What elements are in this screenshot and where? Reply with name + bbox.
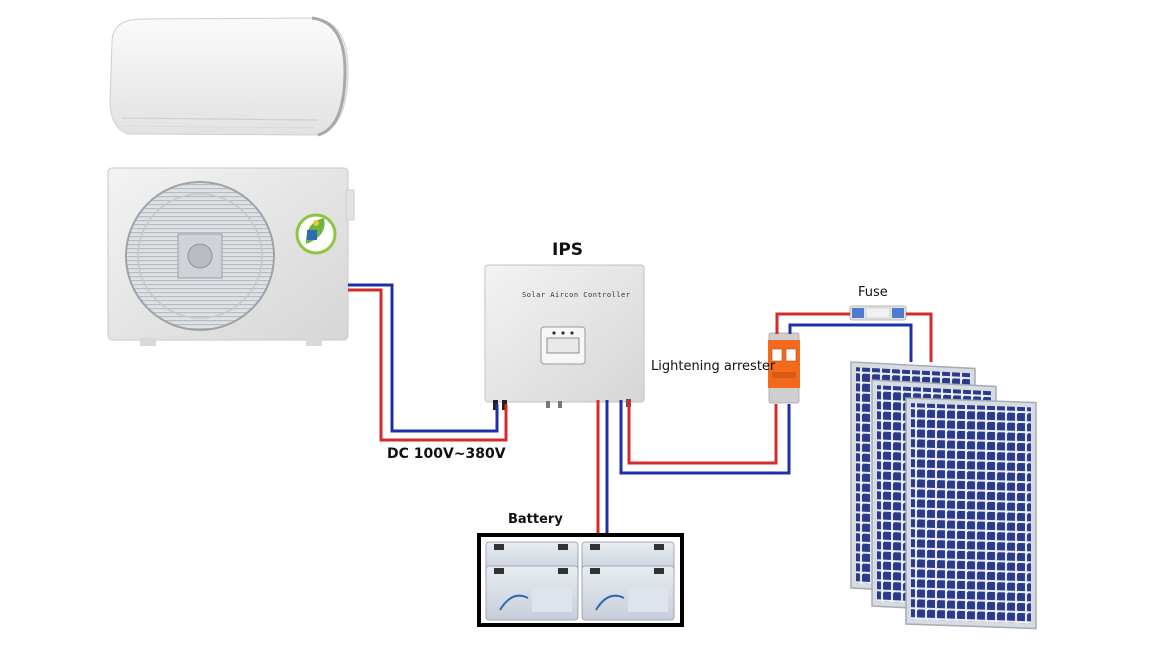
solar-panels-icon: [850, 361, 1037, 630]
ac-negative-wire: [348, 283, 499, 433]
fuse-to-panel-positive: [906, 312, 933, 362]
arrester-to-fuse-positive: [775, 312, 850, 334]
battery-bank-icon: [477, 533, 684, 627]
pv-positive-wire: [627, 400, 778, 465]
fuse-label: Fuse: [858, 285, 888, 300]
battery-label: Battery: [508, 512, 563, 527]
controller-label: Solar Aircon Controller: [522, 291, 631, 299]
battery-cell: [485, 565, 579, 621]
lightning-arrester-icon: [768, 332, 800, 404]
dc-voltage-label: DC 100V~380V: [387, 446, 506, 462]
outdoor-ac-unit-icon: [107, 167, 355, 346]
battery-cell: [581, 565, 675, 621]
pv-negative-wire: [619, 400, 791, 475]
solar-leaf-logo-icon: [295, 213, 337, 255]
ac-positive-wire: [348, 288, 508, 442]
ips-label: IPS: [552, 240, 584, 260]
indoor-ac-unit-icon: [109, 16, 349, 137]
arrester-to-panel-negative: [788, 323, 913, 362]
solar-panel: [905, 397, 1037, 630]
wiring: [348, 283, 933, 534]
fuse-icon: [849, 305, 907, 321]
arrester-label: Lightening arrester: [651, 359, 776, 374]
ips-controller-icon: [484, 264, 645, 410]
